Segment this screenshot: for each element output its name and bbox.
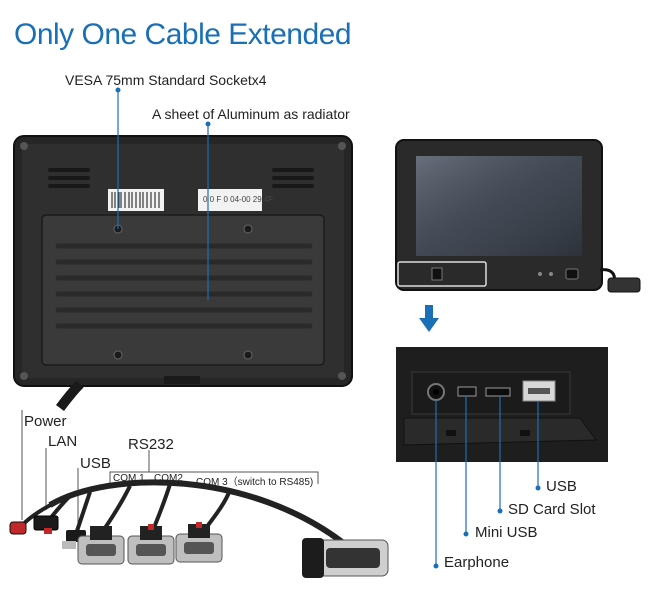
- earphone-label: Earphone: [444, 554, 510, 571]
- lan-label: LAN: [48, 433, 78, 450]
- radiator-label: A sheet of Aluminum as radiator: [152, 106, 350, 122]
- sticker-text: 0 0 F 0 04-00 29 4F: [203, 195, 274, 204]
- usb-cable-label: USB: [80, 455, 111, 472]
- cable-harness: [9, 410, 389, 578]
- power-label: Power: [24, 413, 67, 430]
- front-device: [395, 139, 641, 293]
- usb-port-label: USB: [546, 478, 577, 495]
- sd-card-label: SD Card Slot: [508, 501, 596, 518]
- mini-usb-label: Mini USB: [475, 524, 538, 541]
- down-arrow-icon: [419, 305, 439, 332]
- com2-label: COM2: [154, 473, 183, 484]
- back-panel-device: [13, 135, 353, 412]
- vesa-label: VESA 75mm Standard Socketx4: [65, 72, 267, 88]
- page-title: Only One Cable Extended: [14, 18, 352, 51]
- side-ports-closeup: [396, 347, 608, 462]
- com1-label: COM 1: [113, 473, 145, 484]
- com3-label: COM 3（switch to RS485): [196, 477, 314, 488]
- rs232-label: RS232: [128, 436, 174, 453]
